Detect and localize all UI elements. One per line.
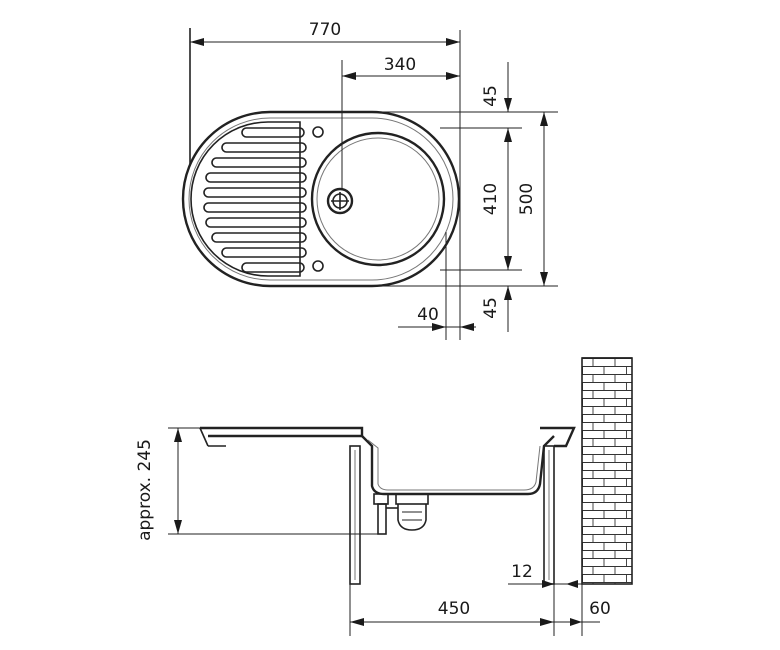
side-view: approx. 245 12 450 60 — [135, 357, 633, 636]
tap-hole-top — [312, 126, 324, 138]
drainboard-ribs — [203, 127, 307, 273]
sink-bowl-inner — [316, 137, 440, 261]
tap-hole-bottom — [312, 260, 324, 272]
sink-bowl-profile-inner — [367, 439, 541, 491]
dim-bowl-height: 410 — [481, 183, 501, 215]
sink-bowl-profile — [361, 435, 555, 496]
dim-overall-depth: 500 — [517, 183, 537, 215]
sink-top-flange — [199, 427, 209, 447]
drainboard-outline — [190, 121, 301, 277]
sink-inner-rim — [188, 117, 454, 281]
waste-siphon — [373, 493, 429, 535]
dim-overall-width: 770 — [309, 20, 341, 40]
drain-rib — [241, 262, 305, 273]
drain-rib — [203, 187, 307, 198]
drain-rib — [221, 142, 307, 153]
drain-rib — [211, 157, 307, 168]
brick-wall — [581, 357, 633, 585]
dim-wall-gap: 12 — [511, 562, 533, 582]
drain-rib — [221, 247, 307, 258]
sink-bowl — [310, 131, 446, 267]
dim-edge-offset: 40 — [417, 305, 439, 325]
drain-rib — [211, 232, 307, 243]
dim-margin-top: 45 — [481, 85, 501, 107]
dim-cabinet-width: 450 — [438, 599, 470, 619]
drain-icon — [326, 187, 354, 215]
dim-wall-thickness: 60 — [589, 599, 611, 619]
sink-outline — [181, 110, 461, 288]
drain-rib — [241, 127, 305, 138]
top-view: 770 340 45 410 500 45 40 — [181, 20, 558, 340]
dim-height: approx. 245 — [135, 439, 155, 541]
dim-margin-bottom: 45 — [481, 297, 501, 319]
sink-top-profile — [200, 426, 364, 438]
drain-rib — [205, 217, 307, 228]
cabinet-panel-left — [349, 445, 361, 585]
drain-rib — [205, 172, 307, 183]
drain-rib — [203, 202, 307, 213]
sink-rim-right — [540, 426, 576, 448]
dim-bowl-offset: 340 — [384, 55, 416, 75]
